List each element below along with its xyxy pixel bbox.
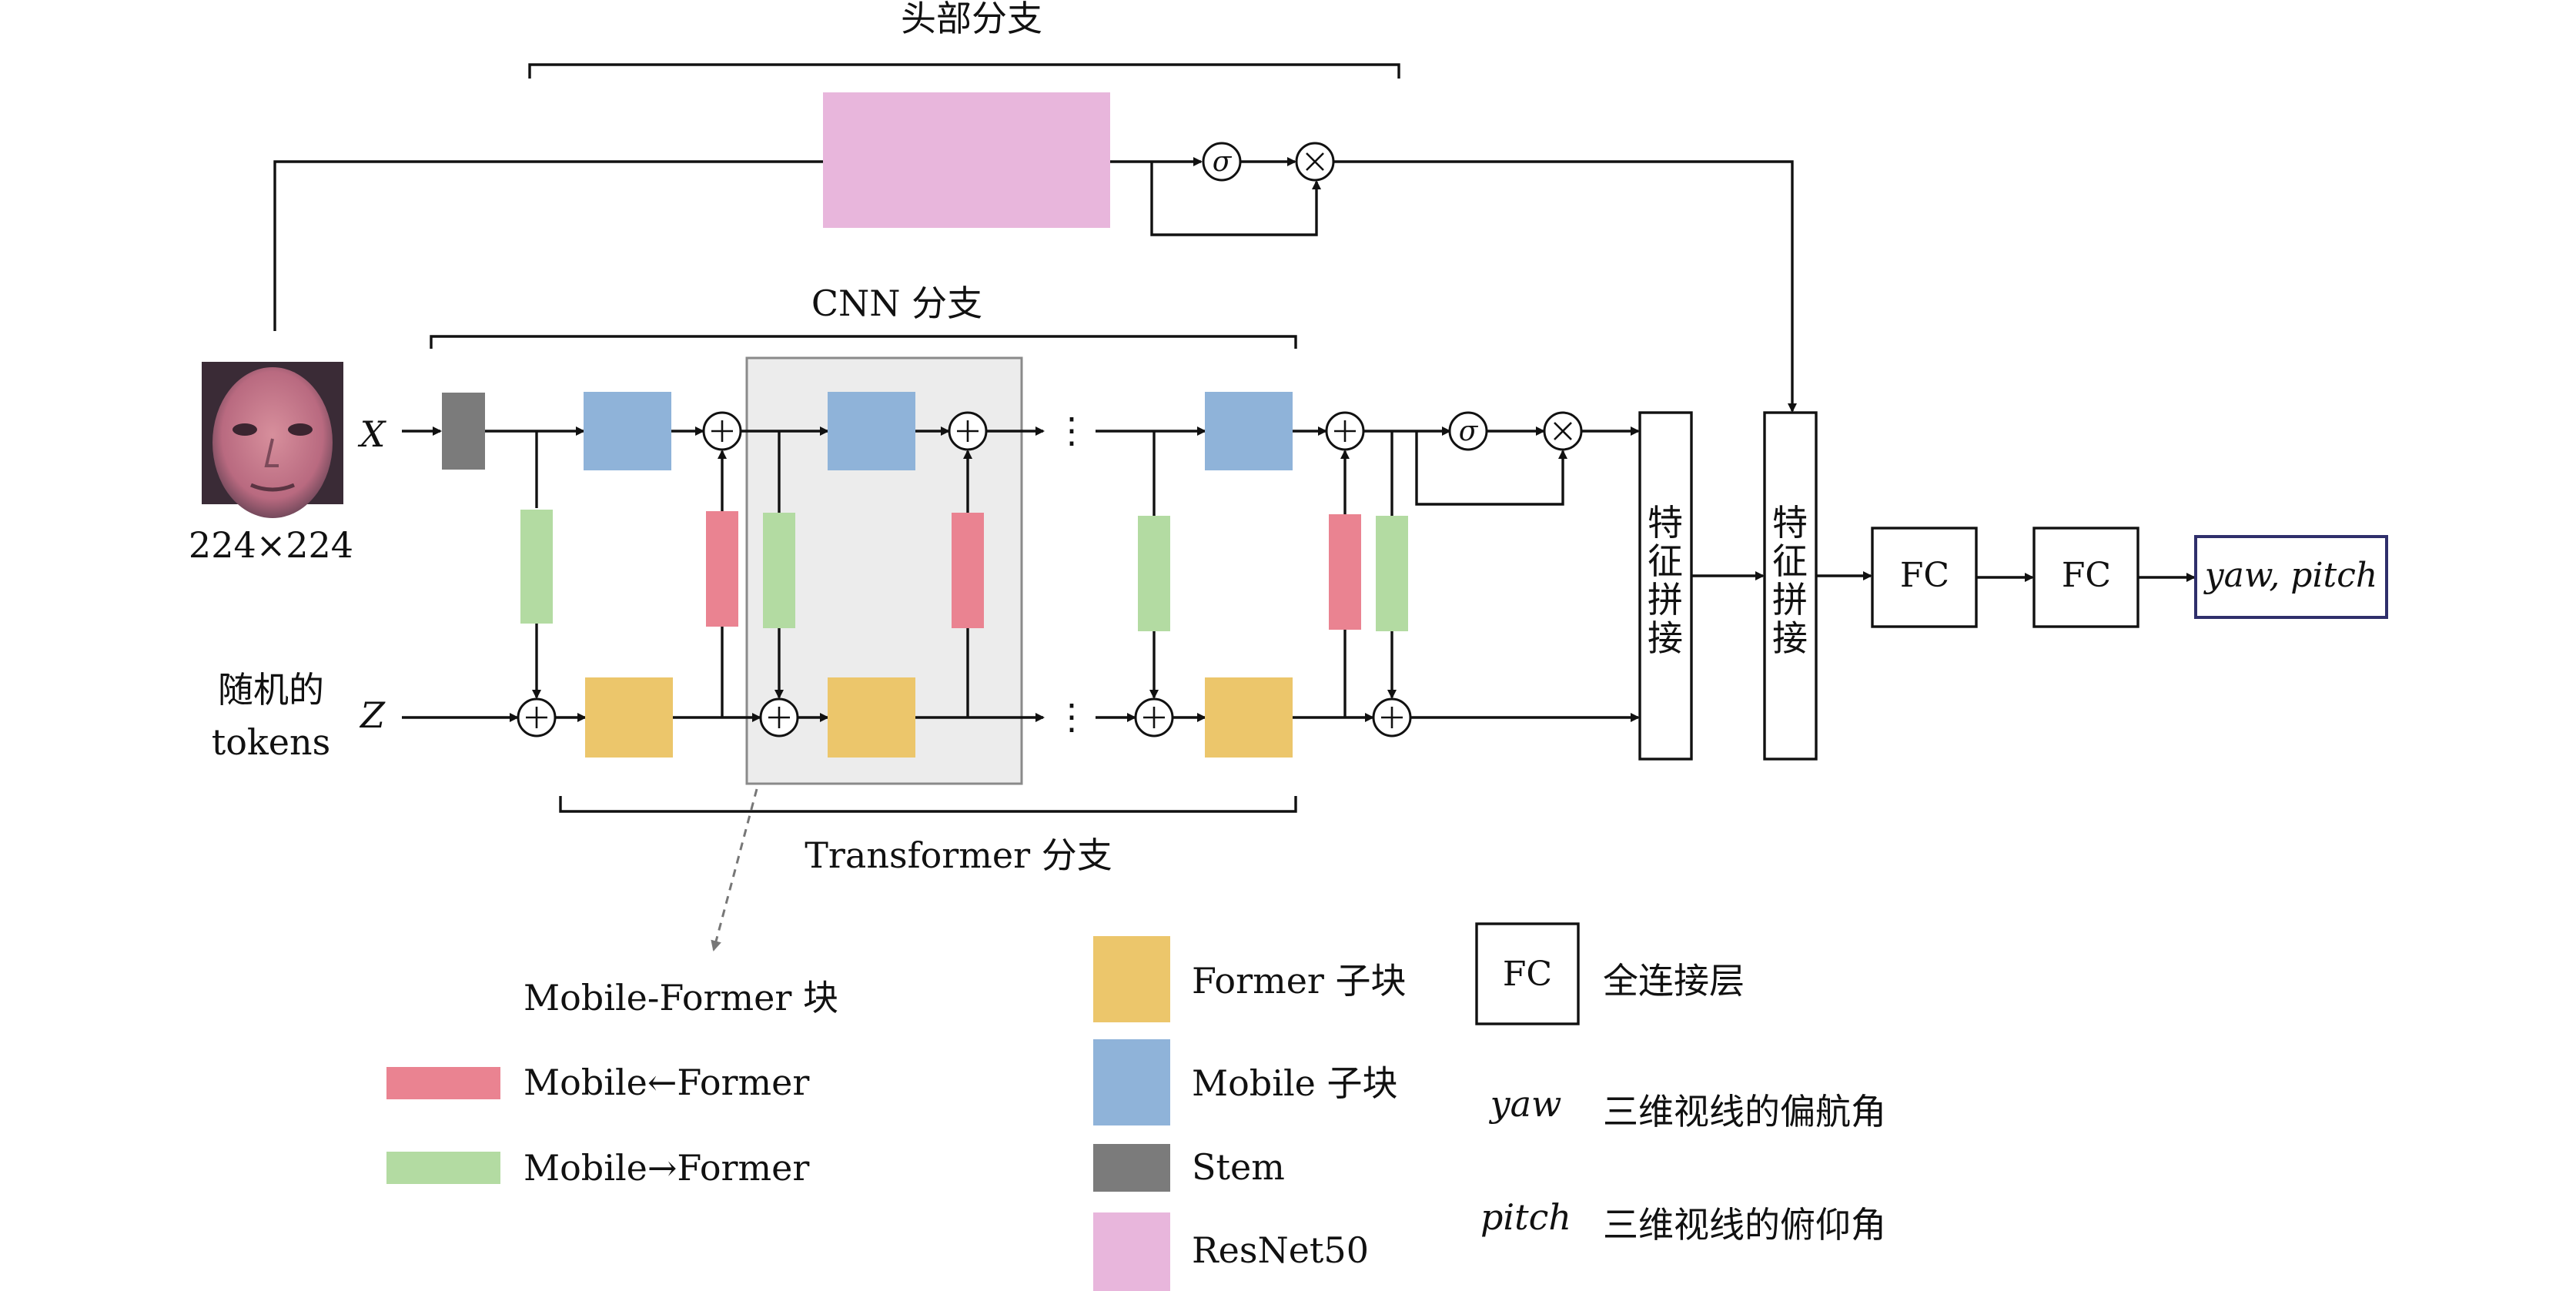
- cnn-sigma-symbol: σ: [1459, 416, 1479, 447]
- pink-bridge-1: [706, 511, 738, 627]
- cnn-skip-line: [1415, 431, 1567, 506]
- legend-stem-label: Stem: [1192, 1146, 1285, 1188]
- token-add-op-3: [1134, 697, 1174, 737]
- output-box: [2194, 535, 2388, 619]
- legend-resnet-swatch: [1093, 1212, 1170, 1291]
- legend-former-label: Former 子块: [1192, 960, 1407, 1002]
- random-tokens-label-line2: tokens: [212, 721, 331, 763]
- token-add-op-4: [1372, 697, 1412, 737]
- head-sigma-symbol: σ: [1213, 146, 1233, 178]
- legend-former-swatch: [1093, 936, 1170, 1022]
- former-block-2: [828, 677, 915, 758]
- pink-bridge-2: [952, 513, 984, 628]
- resnet-skip-line: [1150, 162, 1321, 236]
- token-ellipsis: ⋮: [1054, 696, 1089, 737]
- token-add-op-1: [517, 697, 557, 737]
- cnn-ellipsis: ⋮: [1054, 410, 1089, 451]
- concat-block-2: [1763, 411, 1818, 761]
- green-bridge-2: [763, 513, 795, 628]
- head-to-concat2-arrow: [1333, 160, 1797, 413]
- cnn-multiply-op: [1543, 411, 1583, 451]
- legend-pitch-desc: 三维视线的俯仰角: [1603, 1204, 1886, 1246]
- concat1-char-2: 征: [1648, 540, 1683, 582]
- concat2-char-1: 特: [1772, 502, 1808, 543]
- concat2-char-4: 接: [1772, 617, 1808, 659]
- legend-resnet-label: ResNet50: [1192, 1229, 1369, 1271]
- legend-pink-swatch: [386, 1067, 500, 1099]
- former-block-3: [1205, 677, 1293, 758]
- cnn-branch-bracket: [430, 335, 1297, 349]
- concat-block-1: [1638, 411, 1693, 761]
- cnn-add-op-1: [702, 411, 742, 451]
- x-input-label: X: [358, 413, 387, 455]
- green-bridge-3: [1138, 516, 1170, 631]
- mobile-block-3: [1205, 392, 1293, 470]
- legend-mobile-to-former-label: Mobile→Former: [524, 1147, 809, 1189]
- transformer-branch-bracket: [559, 796, 1297, 813]
- fc2-label: FC: [2062, 556, 2111, 595]
- concat2-char-3: 拼: [1772, 579, 1808, 620]
- concat1-char-3: 拼: [1648, 579, 1683, 620]
- fc-block-1: [1871, 527, 1978, 628]
- legend-fc-box-label: FC: [1503, 955, 1552, 994]
- mobile-block-1: [584, 392, 671, 470]
- fc1-label: FC: [1900, 556, 1949, 595]
- mobile-block-2: [828, 392, 915, 470]
- legend-mobile-label: Mobile 子块: [1192, 1062, 1398, 1104]
- concat1-char-4: 接: [1648, 617, 1683, 659]
- input-size-label: 224×224: [189, 524, 353, 566]
- legend-mobile-former-block-label: Mobile-Former 块: [524, 977, 838, 1018]
- legend-fc-desc: 全连接层: [1603, 960, 1745, 1002]
- head-branch-label: 头部分支: [901, 0, 1042, 39]
- green-bridge-1: [520, 510, 553, 624]
- legend-pitch-term: pitch: [1480, 1196, 1571, 1238]
- legend-yaw-desc: 三维视线的偏航角: [1603, 1091, 1886, 1132]
- fc-block-2: [2032, 527, 2139, 628]
- legend-yaw-term: yaw: [1489, 1083, 1562, 1125]
- transformer-branch-label: Transformer 分支: [805, 834, 1112, 876]
- output-label: yaw, pitch: [2203, 556, 2377, 595]
- pink-bridge-3: [1329, 514, 1361, 630]
- face-to-resnet-line: [273, 160, 823, 331]
- z-input-label: Z: [359, 694, 386, 736]
- legend-stem-swatch: [1093, 1144, 1170, 1192]
- face-image: [202, 362, 343, 518]
- former-block-1: [585, 677, 673, 758]
- random-tokens-label-line1: 随机的: [218, 669, 324, 711]
- cnn-add-op-3: [1325, 411, 1365, 451]
- green-bridge-4: [1376, 516, 1408, 631]
- cnn-branch-label: CNN 分支: [811, 283, 982, 324]
- token-add-op-2: [759, 697, 799, 737]
- legend-green-swatch: [386, 1152, 500, 1184]
- concat1-char-1: 特: [1648, 502, 1683, 543]
- legend-mobile-swatch: [1093, 1039, 1170, 1125]
- resnet50-block: [823, 92, 1110, 228]
- concat2-char-2: 征: [1772, 540, 1808, 582]
- block-pointer-dashed-arrow: [711, 788, 758, 952]
- head-multiply-op: [1295, 142, 1335, 182]
- head-branch-bracket: [528, 63, 1400, 79]
- legend-mobile-from-former-label: Mobile←Former: [524, 1062, 809, 1103]
- cnn-add-op-2: [948, 411, 988, 451]
- stem-block: [442, 393, 485, 470]
- legend-fc-box: [1475, 922, 1580, 1025]
